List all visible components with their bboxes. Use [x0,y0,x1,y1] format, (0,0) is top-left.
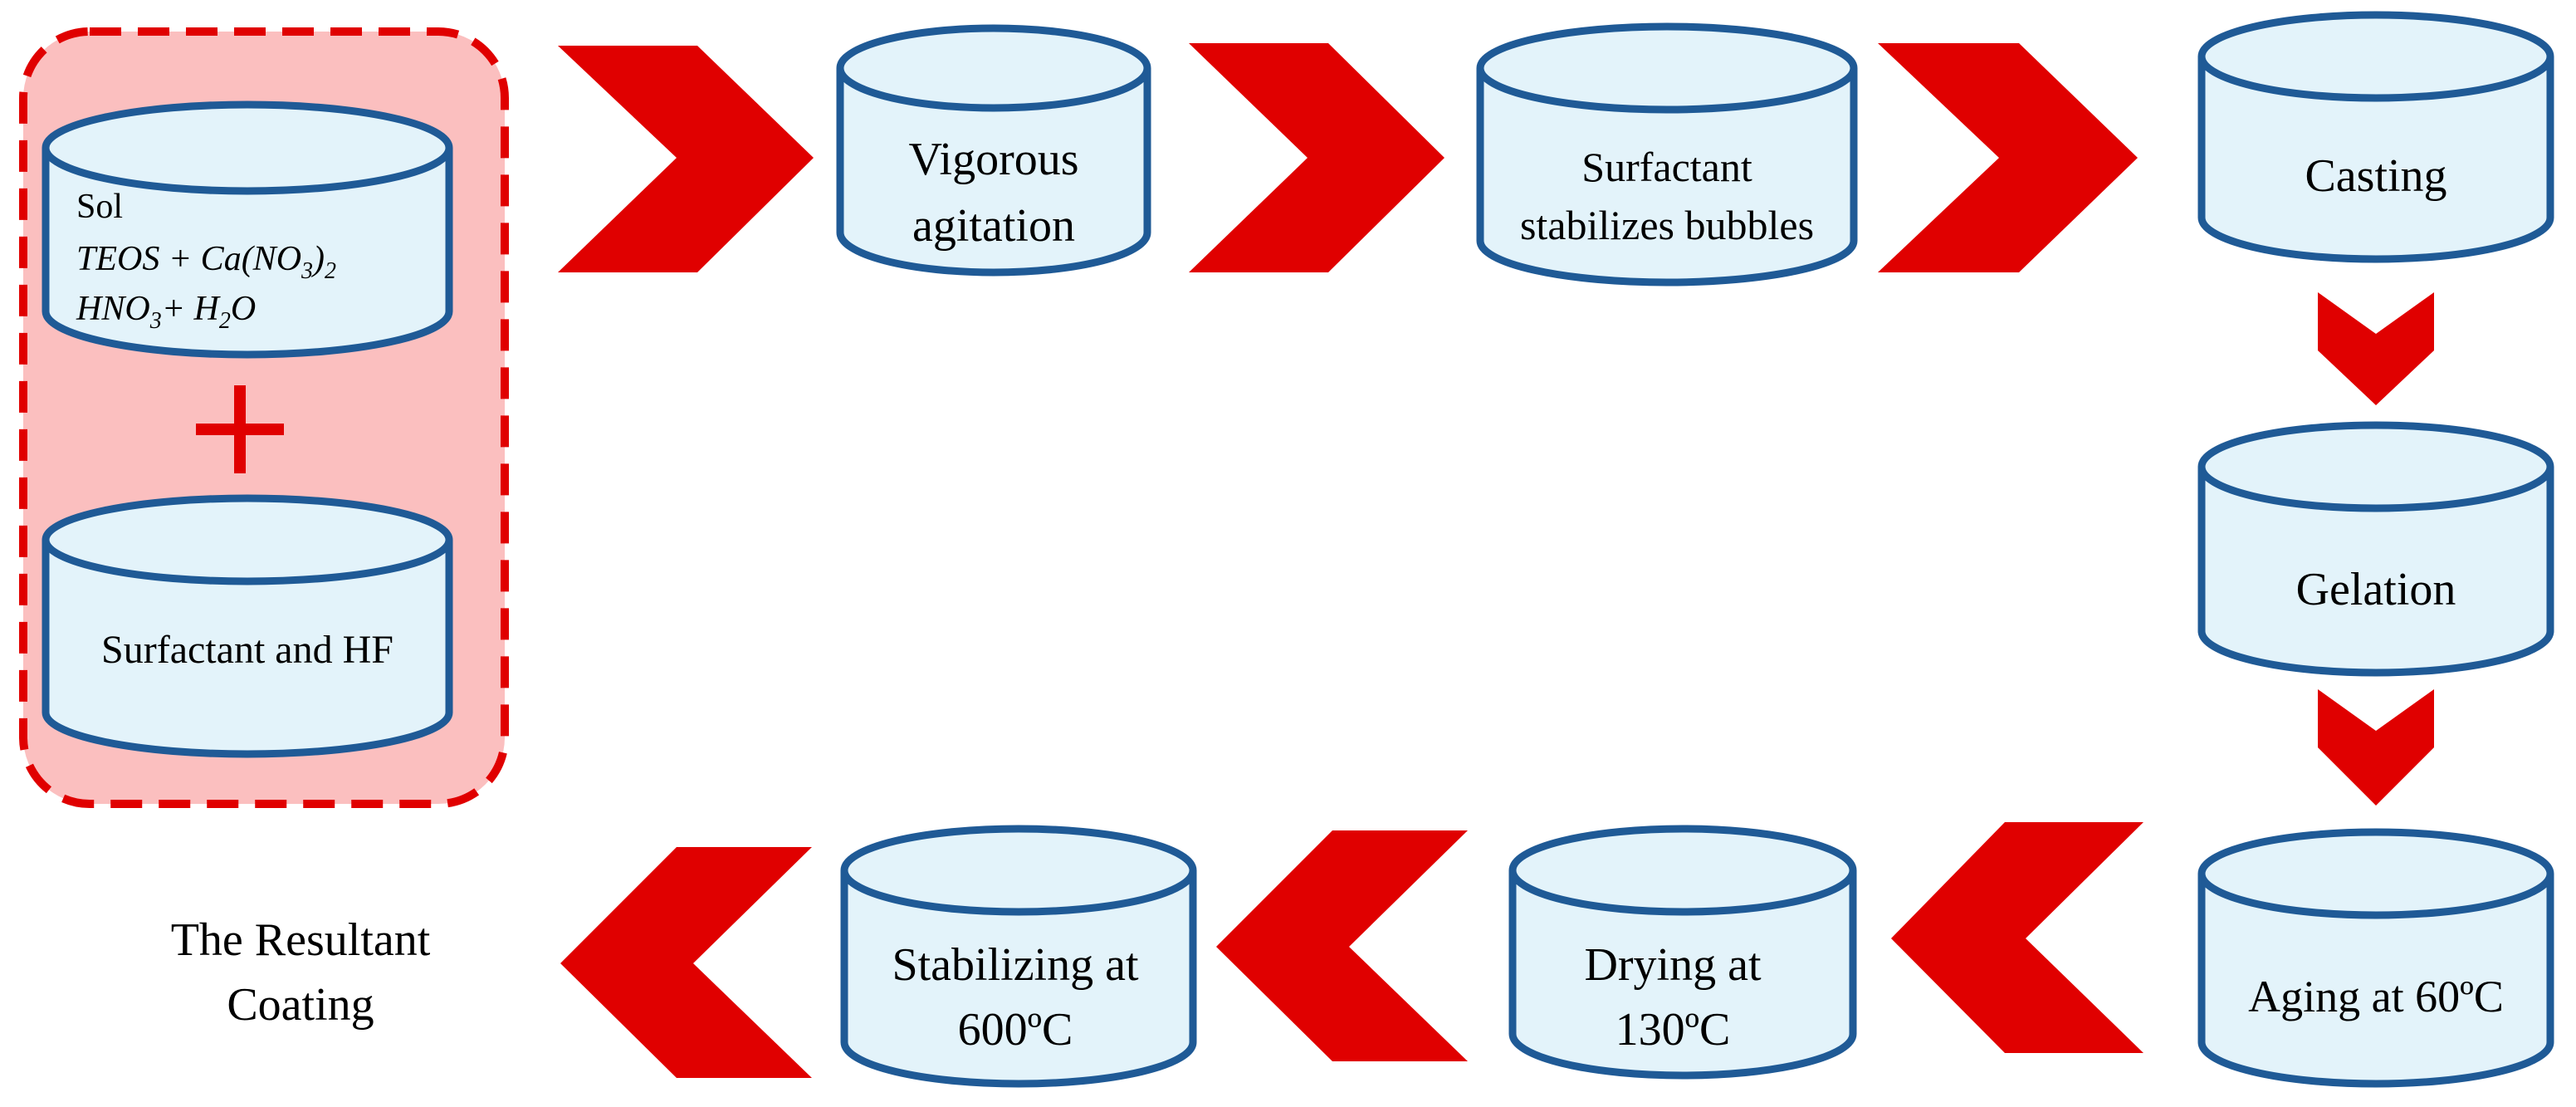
cylinder-drying: Drying at 130ºC [1508,825,1857,1080]
cylinder-surfactant-hf: Surfactant and HF [42,494,453,758]
arrow-right-icon [558,46,814,272]
cylinder-sol: Sol TEOS + Ca(NO3)2 HNO3+ H2O [42,100,453,359]
result-label-line1: The Resultant [171,914,431,966]
arrow-right-icon [1189,43,1444,272]
cylinder-aging: Aging at 60ºC [2197,828,2554,1088]
aging-label: Aging at 60ºC [2248,972,2504,1021]
cylinder-casting: Casting [2197,11,2554,263]
cylinder-stabilizing: Stabilizing at 600ºC [840,825,1197,1088]
gelation-label: Gelation [2296,564,2456,615]
arrow-right-icon [1878,43,2138,272]
arrow-down-icon [2318,292,2434,405]
arrow-left-icon [560,847,812,1078]
arrow-left-icon [1891,822,2143,1053]
sol-label: Sol [76,188,123,226]
cylinder-surfactant-stabilizes: Surfactant stabilizes bubbles [1476,22,1858,287]
vigorous-label-line2: agitation [912,200,1075,252]
sol-formula-line1: TEOS + Ca(NO3)2 [76,240,336,284]
sol-formula-line2: HNO3+ H2O [76,290,256,334]
plus-icon [196,385,284,473]
result-label-line2: Coating [227,979,374,1031]
drying-label-line2: 130ºC [1615,1004,1731,1056]
surfactant-stabilizes-line2: stabilizes bubbles [1520,202,1814,248]
arrow-left-icon [1216,830,1468,1061]
cylinder-vigorous-agitation: Vigorous agitation [836,24,1151,277]
vigorous-label-line1: Vigorous [908,134,1078,185]
drying-label-line1: Drying at [1584,939,1762,991]
stabilizing-label-line2: 600ºC [958,1004,1073,1056]
surfactant-hf-label: Surfactant and HF [101,628,393,672]
arrow-down-icon [2318,689,2434,806]
cylinder-gelation: Gelation [2197,421,2554,677]
casting-label: Casting [2305,150,2446,202]
surfactant-stabilizes-line1: Surfactant [1581,144,1752,190]
stabilizing-label-line1: Stabilizing at [892,939,1139,991]
